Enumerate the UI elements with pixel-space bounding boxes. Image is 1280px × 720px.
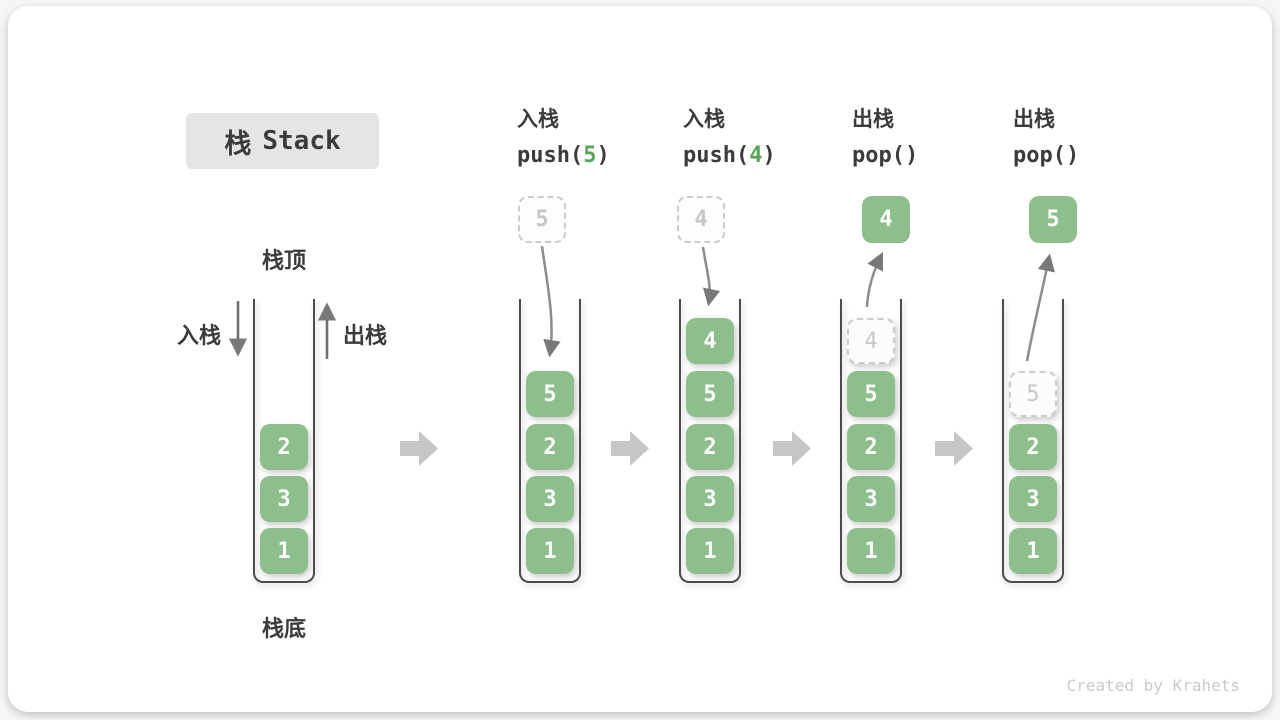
- stack-item: 1: [260, 528, 308, 574]
- stack-item: 2: [847, 424, 895, 470]
- stack-item: 3: [526, 476, 574, 522]
- stack-after-push-5: 5 2 3 1: [519, 299, 581, 583]
- stack-item: 2: [260, 424, 308, 470]
- stack-item: 2: [686, 424, 734, 470]
- stack-item: 1: [847, 528, 895, 574]
- stack-item: 5: [686, 371, 734, 417]
- stack-item: 2: [1009, 424, 1057, 470]
- stack-item-ghost: 4: [847, 318, 895, 364]
- op-header-push-5: 入栈 push(5): [517, 107, 610, 169]
- stack-top-label: 栈顶: [261, 248, 306, 273]
- code-text: ): [596, 143, 610, 168]
- code-text: pop(: [852, 143, 905, 168]
- stack-item: 3: [686, 476, 734, 522]
- code-text: ): [762, 143, 776, 168]
- step-arrow-right-icon: [935, 431, 973, 466]
- floating-value-dashed-5: 5: [518, 196, 566, 243]
- floating-value-popped-4: 4: [862, 196, 910, 243]
- code-text: pop(: [1013, 143, 1066, 168]
- push-side-label: 入栈: [177, 323, 222, 348]
- stack-item: 3: [847, 476, 895, 522]
- code-text: push(: [683, 143, 750, 168]
- stack-item-ghost: 5: [1009, 371, 1057, 417]
- stack-after-pop-5: 5 2 3 1: [1002, 299, 1064, 583]
- code-arg: 4: [749, 143, 763, 168]
- watermark: Created by Krahets: [1066, 676, 1240, 695]
- stack-initial: 2 3 1: [253, 299, 315, 583]
- step-arrow-right-icon: [773, 431, 811, 466]
- op-label: 入栈: [517, 108, 559, 131]
- stack-item: 1: [686, 528, 734, 574]
- stack-after-push-4: 4 5 2 3 1: [679, 299, 741, 583]
- stack-item: 2: [526, 424, 574, 470]
- code-text: ): [904, 143, 919, 168]
- diagram-title: 栈 Stack: [186, 113, 379, 169]
- title-zh: 栈: [224, 128, 252, 159]
- op-header-pop-5: 出栈 pop(): [1013, 107, 1079, 169]
- op-label: 出栈: [1013, 108, 1055, 131]
- floating-value-dashed-4: 4: [677, 196, 725, 243]
- pop-side-label: 出栈: [343, 323, 388, 348]
- stack-after-pop-4: 4 5 2 3 1: [840, 299, 902, 583]
- code-text: push(: [517, 143, 584, 168]
- stack-bottom-label: 栈底: [261, 616, 306, 641]
- step-arrow-right-icon: [611, 431, 649, 466]
- stack-item: 4: [686, 318, 734, 364]
- op-code: push(4): [683, 143, 776, 169]
- stack-item: 5: [847, 371, 895, 417]
- stack-item: 5: [526, 371, 574, 417]
- floating-value-popped-5: 5: [1029, 196, 1077, 243]
- title-en: Stack: [262, 126, 341, 156]
- op-header-pop-4: 出栈 pop(): [852, 107, 918, 169]
- op-code: push(5): [517, 143, 610, 169]
- stack-item: 3: [1009, 476, 1057, 522]
- op-header-push-4: 入栈 push(4): [683, 107, 776, 169]
- code-arg: 5: [583, 143, 597, 168]
- stack-item: 1: [526, 528, 574, 574]
- op-code: pop(): [1013, 143, 1079, 169]
- op-label: 出栈: [852, 108, 894, 131]
- stack-item: 1: [1009, 528, 1057, 574]
- code-text: ): [1065, 143, 1080, 168]
- op-label: 入栈: [683, 108, 725, 131]
- diagram-card: [8, 6, 1272, 712]
- step-arrow-right-icon: [400, 431, 438, 466]
- op-code: pop(): [852, 143, 918, 169]
- stack-item: 3: [260, 476, 308, 522]
